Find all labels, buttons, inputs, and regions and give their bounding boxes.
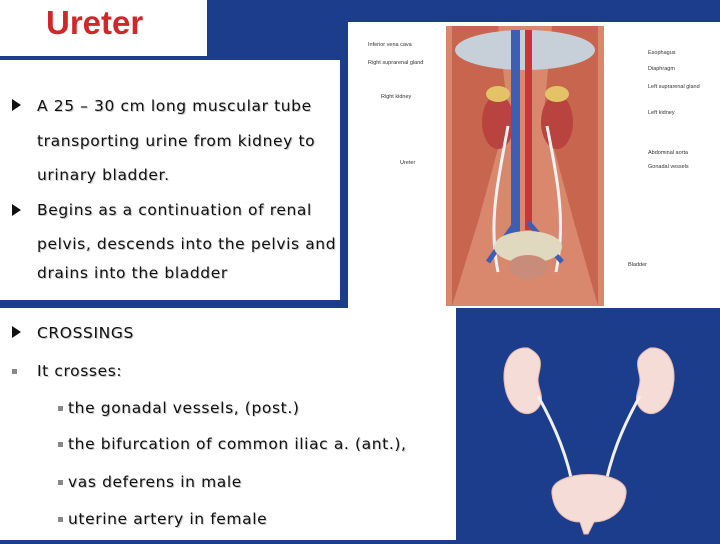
arrow-bullet-icon: [12, 326, 21, 338]
label-diaphragm: Diaphragm: [648, 66, 675, 72]
label-right-kidney: Right kidney: [381, 94, 412, 100]
bullet-1-line-3: urinary bladder.: [37, 166, 170, 184]
bullet-1-line-1: A 25 – 30 cm long muscular tube: [37, 97, 312, 115]
label-bladder: Bladder: [628, 262, 647, 268]
cross-item-uterine-artery: uterine artery in female: [68, 510, 268, 528]
cross-item-vas-deferens: vas deferens in male: [68, 473, 242, 491]
bullet-2-line-2: pelvis, descends into the pelvis and: [37, 235, 337, 253]
arrow-bullet-icon: [12, 204, 21, 216]
slide-title: Ureter: [46, 4, 144, 41]
square-bullet-icon: [58, 406, 63, 411]
label-left-kidney: Left kidney: [648, 110, 675, 116]
label-inferior-vena-cava: Inferior vena cava: [368, 42, 412, 48]
label-ureter: Ureter: [400, 160, 416, 166]
bullet-2-line-1: Begins as a continuation of renal: [37, 201, 312, 219]
crossings-panel: CROSSINGS It crosses: the gonadal vessel…: [0, 308, 456, 540]
label-right-suprarenal-gland: Right suprarenal gland: [368, 60, 424, 66]
arrow-bullet-icon: [12, 99, 21, 111]
urinary-tract-illustration: [503, 347, 675, 535]
label-gonadal-vessels: Gonadal vessels: [648, 164, 689, 170]
square-bullet-icon: [58, 442, 63, 447]
ureter-anatomy-figure: Inferior vena cava Right suprarenal glan…: [348, 22, 720, 308]
label-abdominal-aorta: Abdominal aorta: [648, 150, 689, 156]
square-bullet-icon: [12, 369, 17, 374]
cross-item-iliac: the bifurcation of common iliac a. (ant.…: [68, 435, 407, 453]
intro-text-panel: A 25 – 30 cm long muscular tube transpor…: [0, 60, 340, 300]
cross-item-gonadal: the gonadal vessels, (post.): [68, 399, 300, 417]
bullet-2-line-3: drains into the bladder: [37, 264, 228, 282]
title-box: Ureter: [0, 0, 207, 56]
anatomy-illustration: [446, 26, 604, 306]
crossings-heading: CROSSINGS: [37, 324, 134, 342]
square-bullet-icon: [58, 480, 63, 485]
urinary-tract-figure: [456, 308, 720, 540]
label-left-suprarenal-gland: Left suprarenal gland: [648, 84, 700, 90]
crosses-intro: It crosses:: [37, 362, 123, 380]
bullet-1-line-2: transporting urine from kidney to: [37, 132, 316, 150]
square-bullet-icon: [58, 517, 63, 522]
label-esophagus: Esophagus: [648, 50, 676, 56]
